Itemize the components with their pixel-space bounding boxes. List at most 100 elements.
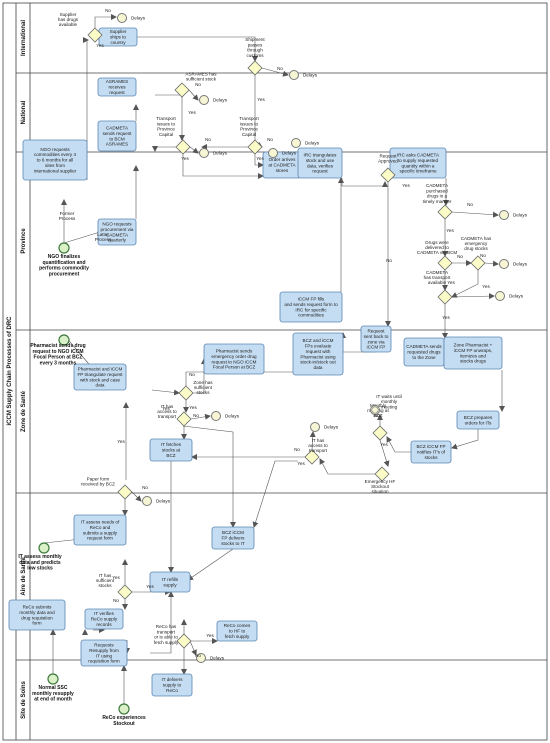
gateway-diamond[interactable] (178, 385, 194, 401)
task-box[interactable] (456, 410, 500, 430)
task-label-line: data (314, 365, 323, 370)
gateway-diamond[interactable] (175, 139, 191, 155)
task-box[interactable] (292, 332, 344, 376)
gateway-diamond[interactable] (117, 584, 133, 600)
gateway-diamond[interactable] (174, 82, 190, 98)
task-box[interactable] (149, 438, 193, 462)
task-box[interactable] (216, 620, 258, 642)
task-box[interactable] (297, 147, 343, 179)
gateway-diamond[interactable] (117, 484, 133, 500)
task-box[interactable] (211, 526, 255, 550)
task-box[interactable] (97, 77, 137, 97)
gateway-diamond[interactable] (380, 167, 396, 183)
task-box[interactable] (97, 218, 137, 246)
task-box[interactable] (149, 571, 191, 593)
gateway-diamond[interactable] (247, 60, 263, 76)
task-box[interactable] (73, 363, 127, 391)
gateway-diamond[interactable] (304, 449, 320, 465)
task-box[interactable] (203, 343, 265, 375)
gateway-diamond[interactable] (176, 633, 192, 649)
sequence-flow (261, 67, 289, 77)
task-box[interactable] (360, 325, 392, 353)
task-box[interactable] (84, 608, 124, 630)
gateway-diamond[interactable] (247, 139, 263, 155)
task-box[interactable] (443, 336, 503, 370)
gateway-diamond[interactable] (437, 255, 453, 271)
gateway-diamond[interactable] (437, 204, 453, 220)
gateway-diamond[interactable] (372, 425, 388, 441)
task-box[interactable] (389, 147, 447, 179)
task-box[interactable] (8, 599, 66, 631)
task-label-line: notifies IT's of (417, 450, 446, 455)
gateway-label-line: Drugs were (425, 240, 449, 245)
task-box[interactable] (97, 120, 137, 152)
task-box[interactable] (151, 673, 193, 697)
task-label-line: IT assess needs of (81, 520, 120, 525)
task-box[interactable] (279, 291, 343, 323)
gateway-diamond[interactable] (437, 289, 453, 305)
task-label-line: IRC triangulates (304, 153, 338, 158)
gateway-diamond[interactable] (374, 466, 390, 482)
task-11[interactable]: Zone Pharmacist +iCCM FP unwraps,itemize… (443, 336, 503, 370)
gateway-diamond[interactable] (87, 27, 103, 43)
flow-label-yes: Yes (189, 405, 197, 410)
gateway-diamond[interactable] (470, 255, 486, 271)
task-label-line: CADMETA (106, 232, 129, 237)
task-box[interactable] (410, 440, 452, 464)
task-box[interactable] (73, 514, 127, 546)
gateway-label-line: customs (246, 53, 264, 58)
task-box[interactable] (22, 139, 88, 181)
end-event-label: Delays (225, 414, 240, 419)
gateway-diamond[interactable] (176, 411, 192, 427)
task-box[interactable] (80, 639, 128, 667)
